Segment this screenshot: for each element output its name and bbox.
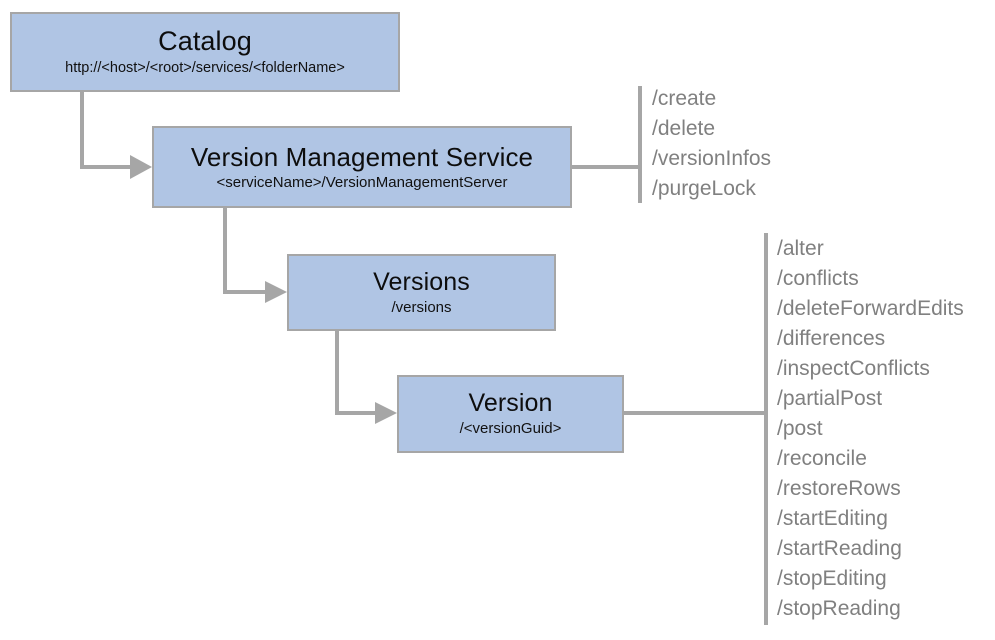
node-versions-subtitle: /versions bbox=[391, 298, 452, 316]
operation-item[interactable]: /versionInfos bbox=[652, 147, 772, 170]
connector-catalog-to-service bbox=[80, 92, 152, 179]
operation-item[interactable]: /startEditing bbox=[777, 507, 888, 530]
connector-versions-to-version bbox=[335, 331, 397, 424]
operation-item[interactable]: /stopEditing bbox=[777, 567, 887, 590]
operation-item[interactable]: /startReading bbox=[777, 537, 902, 560]
operation-item[interactable]: /differences bbox=[777, 327, 886, 350]
node-version-subtitle: /<versionGuid> bbox=[459, 420, 562, 438]
operation-item[interactable]: /reconcile bbox=[777, 447, 867, 470]
node-version-management-service[interactable]: Version Management Service <serviceName>… bbox=[152, 126, 572, 208]
node-versions-title: Versions bbox=[373, 267, 470, 296]
node-version-title: Version bbox=[468, 389, 553, 418]
operation-item[interactable]: /stopReading bbox=[777, 597, 901, 620]
node-version-management-service-subtitle: <serviceName>/VersionManagementServer bbox=[216, 173, 508, 191]
connector-service-to-operations bbox=[572, 86, 642, 203]
operation-item[interactable]: /purgeLock bbox=[652, 177, 756, 200]
operation-list-version: /alter /conflicts /deleteForwardEdits /d… bbox=[777, 234, 964, 624]
node-catalog-subtitle: http://<host>/<root>/services/<folderNam… bbox=[65, 59, 345, 76]
operation-item[interactable]: /delete bbox=[652, 117, 716, 140]
operation-item[interactable]: /partialPost bbox=[777, 387, 883, 410]
connector-service-to-versions bbox=[223, 208, 287, 303]
node-version[interactable]: Version /<versionGuid> bbox=[397, 375, 624, 453]
connector-version-to-operations bbox=[624, 233, 768, 625]
operation-list-service: /create /delete /versionInfos /purgeLock bbox=[652, 84, 771, 204]
operation-item[interactable]: /inspectConflicts bbox=[777, 357, 930, 380]
node-versions[interactable]: Versions /versions bbox=[287, 254, 556, 331]
operation-item[interactable]: /create bbox=[652, 87, 717, 110]
operation-item[interactable]: /conflicts bbox=[777, 267, 859, 290]
operation-item[interactable]: /restoreRows bbox=[777, 477, 901, 500]
operation-item[interactable]: /post bbox=[777, 417, 823, 440]
operation-item[interactable]: /deleteForwardEdits bbox=[777, 297, 964, 320]
node-catalog-title: Catalog bbox=[158, 26, 252, 57]
operation-item[interactable]: /alter bbox=[777, 237, 824, 260]
node-catalog[interactable]: Catalog http://<host>/<root>/services/<f… bbox=[10, 12, 400, 92]
node-version-management-service-title: Version Management Service bbox=[190, 141, 534, 172]
